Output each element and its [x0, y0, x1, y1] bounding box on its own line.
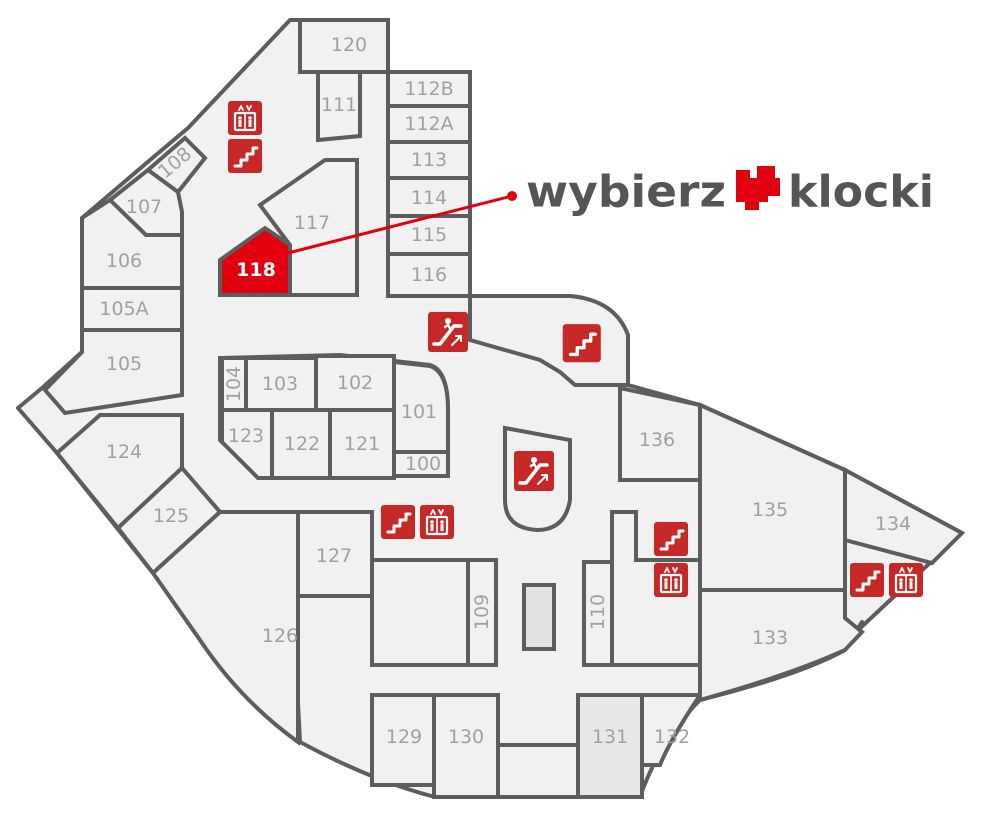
- label-125: 125: [153, 505, 189, 527]
- brand-word-right: klocki: [788, 167, 934, 218]
- corridor-ring: [410, 294, 630, 387]
- unit-112B[interactable]: [386, 70, 472, 108]
- stairs-icon: [379, 503, 417, 541]
- unit-111[interactable]: [316, 70, 362, 143]
- unit-134[interactable]: [843, 466, 966, 566]
- elevator-icon: [226, 99, 264, 137]
- unit-121[interactable]: [328, 408, 396, 480]
- label-107: 107: [126, 196, 162, 218]
- label-103: 103: [262, 373, 298, 395]
- unit-south-mid[interactable]: [496, 743, 580, 799]
- label-136: 136: [639, 429, 675, 451]
- escalator-icon: [512, 449, 556, 493]
- label-129: 129: [386, 726, 422, 748]
- unit-124[interactable]: [54, 413, 184, 531]
- unit-130[interactable]: [432, 693, 500, 799]
- label-123: 123: [228, 425, 264, 447]
- label-130: 130: [448, 726, 484, 748]
- unit-109[interactable]: [466, 558, 498, 667]
- building-outline: [16, 18, 964, 799]
- label-120: 120: [331, 34, 367, 56]
- unit-105[interactable]: [42, 328, 184, 416]
- label-112B: 112B: [404, 78, 453, 100]
- unit-132[interactable]: [640, 693, 704, 767]
- label-114: 114: [411, 187, 447, 209]
- unit-133[interactable]: [698, 588, 865, 703]
- unit-center-a[interactable]: [370, 558, 470, 667]
- brand-brick-icon: [736, 166, 782, 210]
- elevator-icon: [418, 503, 456, 541]
- unit-101[interactable]: [392, 359, 450, 454]
- label-106: 106: [106, 250, 142, 272]
- label-118: 118: [236, 259, 276, 281]
- stairs-icon: [652, 520, 690, 558]
- label-127: 127: [316, 545, 352, 567]
- label-132: 132: [654, 726, 690, 748]
- brand-word-left: wybierz: [526, 167, 726, 218]
- escalator-icon: [426, 310, 470, 354]
- label-115: 115: [411, 224, 447, 246]
- unit-127[interactable]: [296, 510, 374, 598]
- label-117: 117: [294, 212, 330, 234]
- label-135: 135: [752, 499, 788, 521]
- label-101: 101: [401, 401, 437, 423]
- stairs-icon: [848, 561, 886, 599]
- label-126: 126: [262, 625, 298, 647]
- unit-118-highlighted[interactable]: [218, 225, 292, 297]
- unit-123[interactable]: [220, 408, 274, 480]
- label-104: 104: [223, 366, 245, 402]
- label-133: 133: [752, 627, 788, 649]
- label-110: 110: [587, 594, 609, 630]
- unit-110[interactable]: [582, 560, 614, 667]
- label-100: 100: [405, 453, 441, 475]
- label-105: 105: [106, 353, 142, 375]
- label-134: 134: [875, 513, 911, 535]
- stairs-icon: [226, 137, 264, 175]
- unit-115[interactable]: [386, 214, 472, 256]
- stairs-icon: [561, 322, 603, 364]
- label-124: 124: [106, 441, 142, 463]
- label-116: 116: [411, 264, 447, 286]
- unit-105A[interactable]: [80, 286, 184, 332]
- label-122: 122: [284, 433, 320, 455]
- label-112A: 112A: [404, 113, 453, 135]
- label-102: 102: [337, 372, 373, 394]
- pointer-dot: [507, 191, 517, 201]
- label-121: 121: [344, 433, 380, 455]
- elevator-icon: [887, 561, 925, 599]
- label-105A: 105A: [99, 298, 148, 320]
- elevator-icon: [652, 561, 690, 599]
- brand-logo: wybierz klocki: [526, 166, 934, 218]
- unit-129[interactable]: [370, 693, 436, 787]
- label-111: 111: [321, 94, 357, 116]
- pointer-line: [287, 194, 513, 255]
- unit-135[interactable]: [698, 401, 847, 592]
- unit-116[interactable]: [386, 252, 472, 298]
- label-109: 109: [471, 594, 493, 630]
- unit-122[interactable]: [270, 408, 332, 480]
- void-center: [522, 583, 556, 651]
- unit-126[interactable]: [150, 510, 300, 746]
- label-113: 113: [411, 149, 447, 171]
- label-131: 131: [592, 726, 628, 748]
